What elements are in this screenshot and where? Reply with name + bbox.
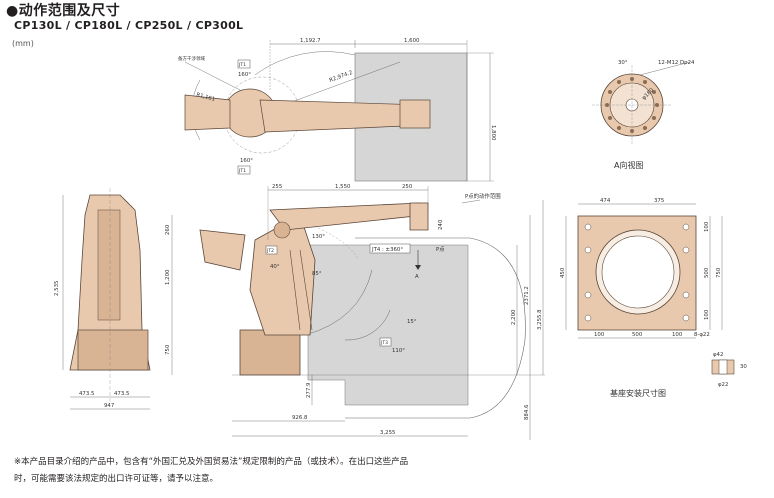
dim-3255: 3,255	[380, 430, 395, 436]
base-holes: 8-φ22	[694, 332, 710, 338]
base-caption: 基座安装尺寸图	[610, 388, 666, 398]
a-view: 30° 12-M12 Dp24 φ180 A向视图	[592, 60, 695, 170]
base-100a: 100	[704, 221, 710, 232]
jt1-lower-box	[237, 165, 251, 175]
detail-d2: φ22	[718, 382, 728, 388]
base-450: 450	[560, 267, 566, 278]
base-100b: 100	[704, 309, 710, 320]
a-view-caption: A向视图	[614, 160, 643, 170]
base-view: 474 375 450 100 500 750 100 100 500 100 …	[560, 198, 747, 398]
top-range-arc	[254, 51, 356, 76]
robot-link-rod	[289, 249, 313, 331]
angle-110: 110°	[392, 348, 405, 354]
angle-40: 40°	[270, 264, 280, 270]
hole-detail-bore	[718, 359, 728, 375]
dim-vertical-label: 1,800	[490, 125, 496, 141]
jt2-label: JT2	[266, 248, 274, 254]
arrow-a-label: A	[415, 274, 419, 280]
dim-884: 884.6	[524, 404, 530, 420]
p-range-area	[307, 244, 469, 406]
robot-counterweight-top	[184, 94, 231, 131]
dim-260: 260	[165, 224, 171, 235]
unit-label: (mm)	[12, 39, 34, 48]
base-500v: 500	[704, 267, 710, 278]
robot-joint-jt2	[273, 221, 291, 239]
front-width-left: 473.5	[79, 391, 94, 397]
front-robot-base	[77, 329, 149, 371]
jt1-lower-label: JT1	[238, 168, 246, 174]
front-width-right: 473.5	[114, 391, 129, 397]
robot-base-side	[239, 329, 301, 376]
dim-top-left: 1,192.7	[300, 38, 321, 44]
detail-d: φ42	[713, 352, 723, 358]
angle-upper-label: 160°	[238, 72, 251, 78]
dim-926: 926.8	[292, 415, 308, 421]
export-note-line2: 时，可能需要该法规定的出口许可证等，请予以注意。	[14, 474, 219, 484]
dim-750: 750	[165, 344, 171, 355]
model-list: CP130L / CP180L / CP250L / CP300L	[14, 19, 244, 32]
jt1-upper-label: JT1	[238, 62, 246, 68]
p-range-label: P点的动作范围	[465, 192, 501, 200]
p-range-leader	[461, 199, 481, 204]
base-100c: 100	[594, 332, 605, 338]
dim-255: 255	[272, 184, 282, 190]
detail-h: 30	[740, 364, 747, 370]
radius-small-label: R1,161	[195, 92, 215, 103]
base-474: 474	[600, 198, 611, 204]
front-height-total: 2,535	[54, 281, 60, 296]
range-view: 255 1,550 250 260 240 1,200 750 2,200 23…	[165, 184, 545, 440]
dim-3255-8: 3,255.8	[537, 309, 543, 330]
dim-250: 250	[402, 184, 413, 190]
front-robot-arm	[97, 209, 121, 321]
robot-counterweight-side	[199, 229, 246, 271]
dim-240: 240	[438, 219, 444, 230]
dim-2371: 2371.2	[524, 286, 530, 305]
dim-277: 277.9	[306, 382, 312, 398]
angle-85: 85°	[312, 271, 322, 277]
angle-15: 15°	[407, 319, 417, 325]
p-range-outline	[345, 237, 526, 419]
p-point-label: P点	[436, 246, 445, 253]
base-100d: 100	[672, 332, 683, 338]
angle-lower-label: 160°	[240, 158, 253, 164]
jt3-box	[379, 337, 392, 347]
section-title: ●动作范围及尺寸	[6, 3, 121, 19]
export-note-line1: ※本产品目录介绍的产品中，包含有“外国汇兑及外国贸易法”规定限制的产品（或技术）…	[14, 457, 409, 467]
bolts-leader	[639, 61, 691, 76]
a-view-angle: 30°	[618, 60, 628, 66]
inner-range-arc	[304, 269, 373, 336]
base-ring-inner	[601, 235, 675, 309]
jt2-box	[265, 245, 278, 255]
radius-large-label: R2,974.2	[329, 70, 354, 84]
interference-label: 备方干涉领域	[178, 55, 205, 62]
base-500h: 500	[632, 332, 643, 338]
front-width-total: 947	[104, 403, 114, 409]
dim-1200: 1,200	[165, 269, 171, 285]
angle-130: 130°	[312, 234, 325, 240]
dim-2200: 2,200	[511, 309, 517, 325]
jt4-box	[369, 243, 411, 254]
top-view: 1,192.7 1,600 R2,974.2 R1,161 160° 160° …	[178, 38, 496, 182]
robot-wrist-side	[409, 202, 429, 231]
robot-wrist-top	[399, 99, 431, 129]
jt1-upper-box	[237, 59, 251, 69]
a-view-bolts: 12-M12 Dp24	[658, 60, 695, 66]
dim-top-right: 1,600	[404, 38, 420, 44]
interference-leader	[184, 61, 241, 91]
arrow-a-head	[415, 265, 421, 270]
base-375: 375	[654, 198, 664, 204]
dim-1550: 1,550	[335, 184, 351, 190]
front-view: 473.5 473.5 947 2,535	[54, 188, 151, 410]
jt3-label: JT3	[380, 340, 388, 346]
base-750v: 750	[716, 267, 722, 278]
robot-upper-arm	[269, 202, 426, 231]
jt3-arc	[344, 309, 391, 341]
jt4-label: JT4 : ±360°	[371, 247, 403, 253]
